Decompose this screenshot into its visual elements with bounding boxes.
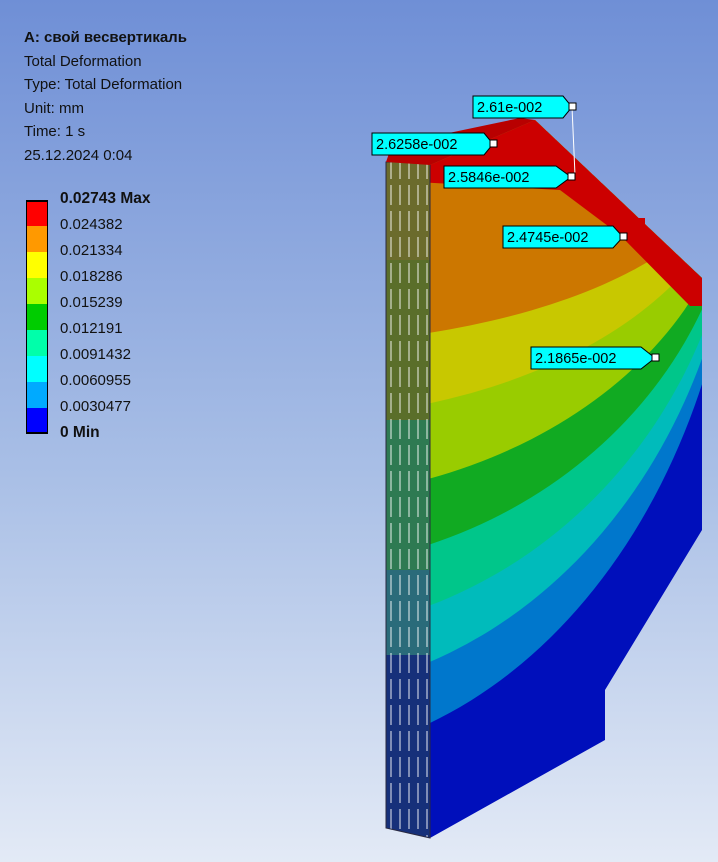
legend-level-label: 0.024382 — [60, 216, 123, 233]
probe-label[interactable]: 2.1865e-002 — [530, 346, 660, 370]
probe-label-box — [530, 346, 656, 370]
probe-value-text: 2.6258e-002 — [376, 137, 457, 153]
legend-color-swatch — [26, 278, 48, 304]
probe-marker — [489, 139, 498, 148]
result-unit: Unit: mm — [24, 99, 84, 117]
probe-leader-line — [571, 106, 576, 176]
legend-level-label: 0.018286 — [60, 268, 123, 285]
result-info-panel: A: свой весвертикаль Total Deformation T… — [24, 26, 187, 167]
probe-label[interactable]: 2.4745e-002 — [502, 225, 628, 249]
probe-marker — [619, 232, 628, 241]
probe-marker — [567, 172, 576, 181]
legend-level-label: 0.015239 — [60, 294, 123, 311]
probe-marker — [568, 102, 577, 111]
legend-max-label: 0.02743 Max — [60, 190, 151, 207]
result-title: A: свой весвертикаль — [24, 29, 187, 46]
probe-label[interactable]: 2.5846e-002 — [443, 165, 576, 189]
legend-color-swatch — [26, 252, 48, 278]
probe-label-box — [502, 225, 624, 249]
probe-value-text: 2.61e-002 — [477, 100, 542, 116]
probe-label-box — [371, 132, 494, 156]
probe-label[interactable]: 2.6258e-002 — [371, 132, 498, 156]
legend-level-label: 0.0060955 — [60, 372, 131, 389]
result-type: Type: Total Deformation — [24, 76, 183, 93]
legend-color-swatch — [26, 408, 48, 434]
legend-color-swatch — [26, 382, 48, 408]
legend-color-swatch — [26, 304, 48, 330]
probe-value-text: 2.5846e-002 — [448, 170, 529, 186]
result-date: 25.12.2024 0:04 — [24, 146, 133, 164]
legend-color-swatch — [26, 200, 48, 226]
legend-level-label: 0.021334 — [60, 242, 123, 259]
legend-level-label: 0.0030477 — [60, 398, 131, 415]
probe-label-box — [472, 95, 573, 119]
legend-color-swatch — [26, 330, 48, 356]
side-face — [385, 161, 431, 839]
probe-marker — [651, 353, 660, 362]
probe-label[interactable]: 2.61e-002 — [472, 95, 577, 176]
legend-min-label: 0 Min — [60, 424, 100, 441]
probe-label-box — [443, 165, 572, 189]
legend-color-swatch — [26, 356, 48, 382]
result-type-name: Total Deformation — [24, 52, 142, 70]
probe-labels[interactable]: 2.61e-002 2.6258e-002 2.5846e-002 2.4745e-0… — [371, 95, 660, 370]
result-time: Time: 1 s — [24, 123, 86, 140]
legend-level-label: 0.0091432 — [60, 346, 131, 363]
legend-level-label: 0.012191 — [60, 320, 123, 337]
probe-value-text: 2.4745e-002 — [507, 230, 588, 246]
probe-value-text: 2.1865e-002 — [535, 351, 616, 367]
legend-color-swatch — [26, 226, 48, 252]
